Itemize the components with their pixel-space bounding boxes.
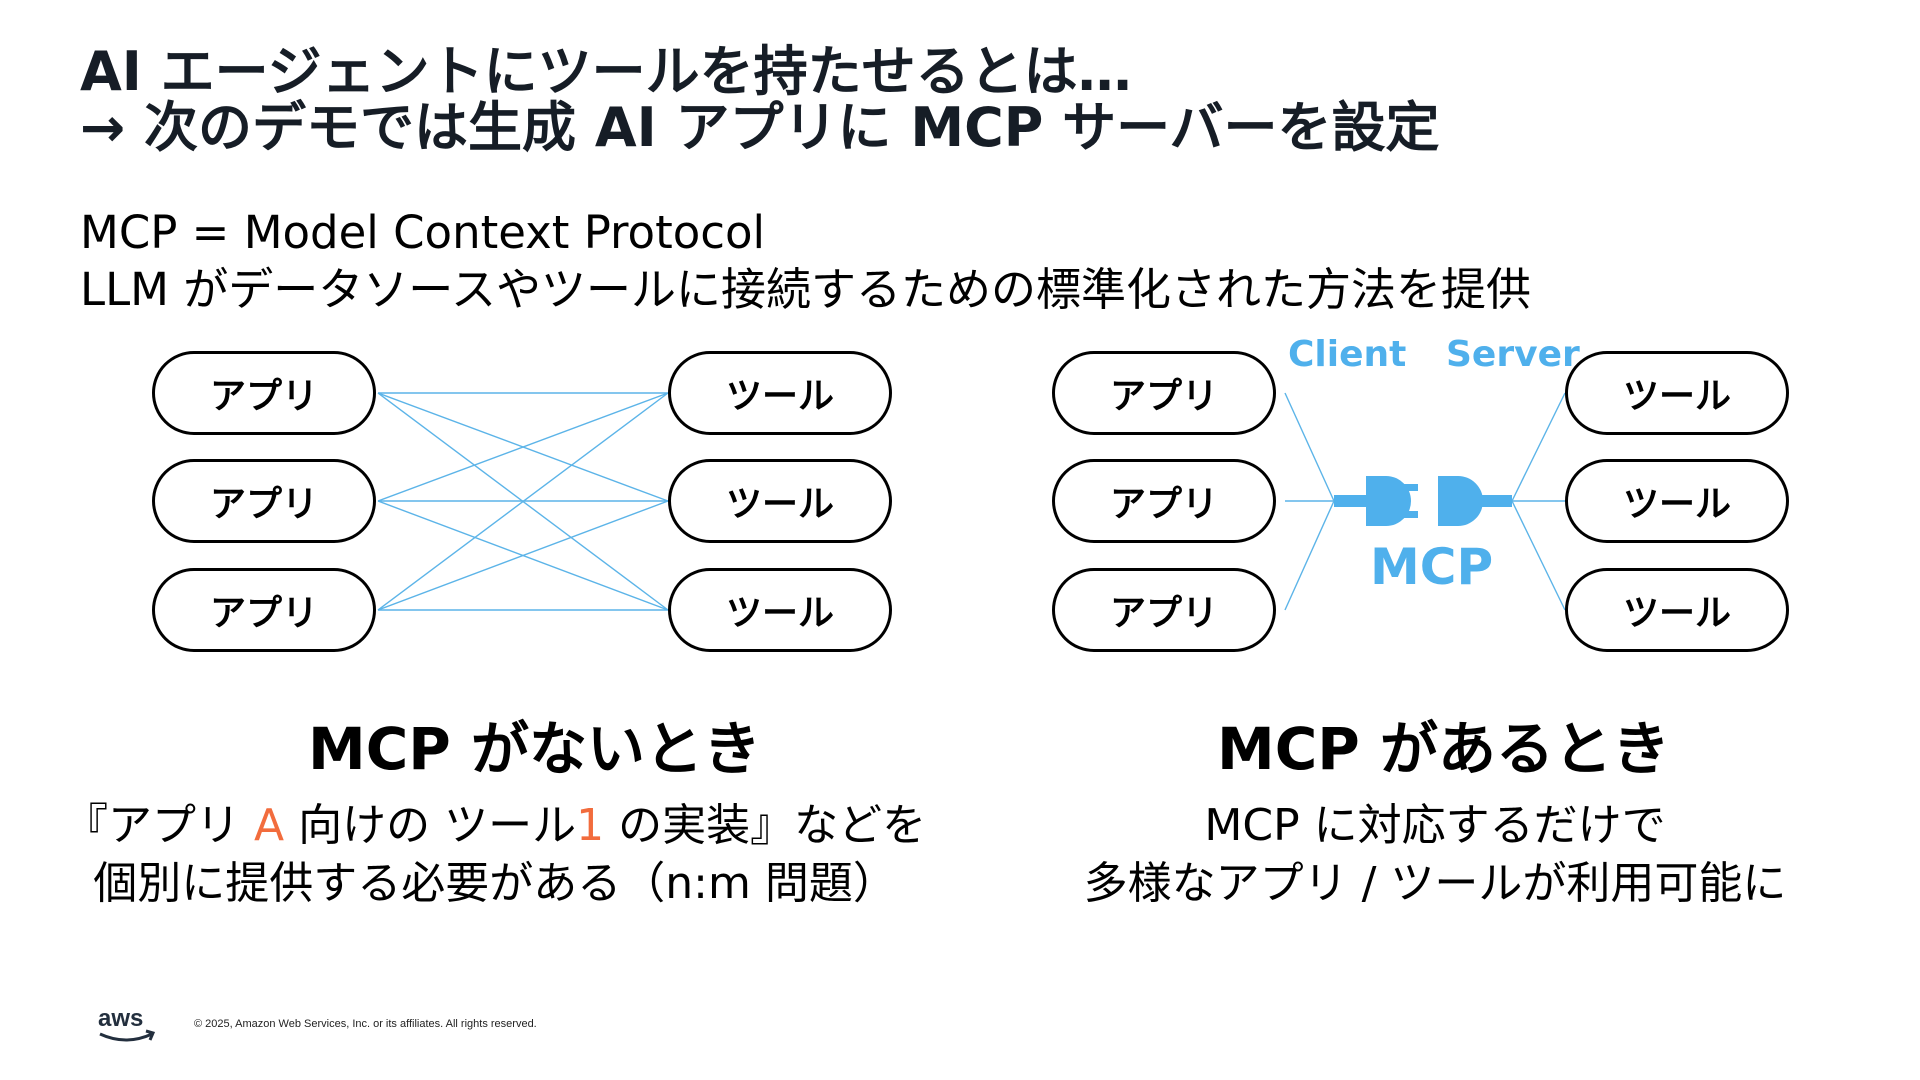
slide-subtitle: MCP = Model Context Protocol LLM がデータソース… (80, 204, 1531, 318)
subtitle-line-2: LLM がデータソースやツールに接続するための標準化された方法を提供 (80, 263, 1532, 316)
right-socket-body (1438, 476, 1483, 526)
highlight-app-a: A (254, 800, 285, 851)
desc-text: 向けの ツール (284, 800, 577, 851)
left-caption: MCP がないとき (308, 715, 761, 783)
left-description: 『アプリ A 向けの ツール1 の実装』などを 個別に提供する必要がある（n:m… (64, 797, 926, 913)
right-fan-lines (1284, 392, 1566, 611)
left-plug-prong-bottom (1404, 511, 1418, 518)
client-label: Client (1288, 334, 1407, 375)
server-label: Server (1446, 334, 1580, 375)
right-tool-pill-1: ツール (1565, 351, 1789, 435)
left-tool-pill-1: ツール (668, 351, 892, 435)
right-app-pill-1: アプリ (1052, 351, 1276, 435)
highlight-tool-1: 1 (576, 800, 605, 851)
desc-text: の実装』などを (604, 800, 927, 851)
subtitle-line-1: MCP = Model Context Protocol (80, 206, 766, 259)
mesh-line (377, 392, 669, 611)
title-line-1: AI エージェントにツールを持たせるとは… (80, 40, 1132, 103)
left-mesh-lines (377, 392, 669, 611)
left-desc-line-1: 『アプリ A 向けの ツール1 の実装』などを (64, 797, 926, 855)
aws-logo: aws (98, 1005, 156, 1042)
fan-line (1284, 500, 1335, 611)
left-plug-cable (1334, 495, 1366, 507)
left-tool-pill-2: ツール (668, 459, 892, 543)
left-tool-pill-3: ツール (668, 568, 892, 652)
aws-logo-text: aws (98, 1005, 143, 1032)
right-socket-cable (1480, 495, 1512, 507)
right-caption: MCP があるとき (1217, 715, 1670, 783)
left-plug-prong-top (1404, 484, 1418, 491)
left-app-pill-3: アプリ (152, 568, 376, 652)
right-tool-pill-3: ツール (1565, 568, 1789, 652)
left-desc-line-2: 個別に提供する必要がある（n:m 問題） (93, 858, 897, 909)
title-line-2: → 次のデモでは生成 AI アプリに MCP サーバーを設定 (80, 96, 1440, 159)
fan-line (1511, 500, 1566, 611)
fan-line (1284, 392, 1335, 502)
plug-connector-icon (1334, 476, 1512, 526)
footer: aws © 2025, Amazon Web Services, Inc. or… (96, 1002, 537, 1046)
right-desc-line-1: MCP に対応するだけで (1204, 800, 1666, 851)
right-description: MCP に対応するだけで 多様なアプリ / ツールが利用可能に (1040, 797, 1830, 913)
aws-smile (99, 1032, 153, 1042)
copyright-text: © 2025, Amazon Web Services, Inc. or its… (194, 1018, 537, 1030)
slide-title: AI エージェントにツールを持たせるとは… → 次のデモでは生成 AI アプリに… (80, 44, 1440, 156)
right-tool-pill-2: ツール (1565, 459, 1789, 543)
mesh-line (377, 392, 669, 502)
right-app-pill-3: アプリ (1052, 568, 1276, 652)
desc-text: 『アプリ (64, 800, 254, 851)
left-plug-body (1366, 476, 1411, 526)
mcp-label: MCP (1370, 538, 1494, 596)
left-app-pill-2: アプリ (152, 459, 376, 543)
left-app-pill-1: アプリ (152, 351, 376, 435)
aws-arrow (145, 1029, 156, 1041)
mesh-line (377, 500, 669, 611)
fan-line (1511, 392, 1566, 502)
right-app-pill-2: アプリ (1052, 459, 1276, 543)
right-desc-line-2: 多様なアプリ / ツールが利用可能に (1083, 858, 1787, 909)
